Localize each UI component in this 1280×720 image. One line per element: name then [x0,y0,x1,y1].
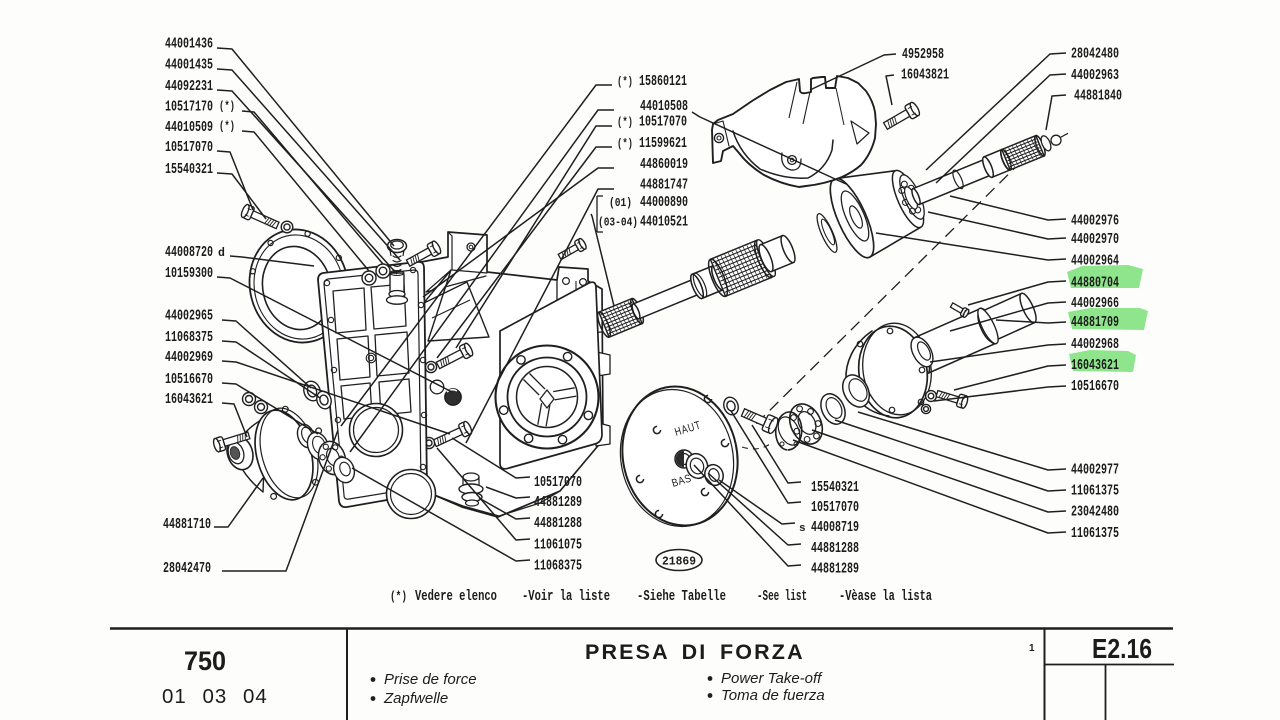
svg-text:44008720: 44008720 [165,245,213,261]
svg-text:44860019: 44860019 [640,157,688,173]
svg-text:44881709: 44881709 [1071,315,1119,331]
svg-text:Power Take-off: Power Take-off [721,670,823,687]
svg-text:28042480: 28042480 [1071,47,1119,63]
svg-text:(*): (*) [219,121,235,134]
svg-text:Toma de fuerza: Toma de fuerza [721,687,825,704]
svg-text:-See list: -See list [757,588,807,605]
svg-text:10516670: 10516670 [165,372,213,388]
svg-text:s: s [799,523,806,535]
svg-text:44001436: 44001436 [165,37,213,53]
svg-text:44008719: 44008719 [811,520,859,536]
svg-text:44880704: 44880704 [1071,276,1119,292]
svg-text:44002969: 44002969 [165,350,213,366]
svg-text:Vedere elenco: Vedere elenco [415,588,497,605]
svg-text:44881289: 44881289 [811,562,859,578]
svg-text:16043621: 16043621 [1071,358,1119,374]
svg-text:44002968: 44002968 [1071,337,1119,353]
svg-text:44881747: 44881747 [640,178,688,194]
svg-text:BAS: BAS [670,473,693,490]
svg-text:10517070: 10517070 [534,475,582,491]
svg-text:44002970: 44002970 [1071,232,1119,248]
svg-text:(*): (*) [219,101,235,114]
svg-text:11061375: 11061375 [1071,484,1119,500]
svg-text:44881288: 44881288 [534,516,582,532]
svg-text:15860121: 15860121 [639,74,687,90]
svg-text:28042470: 28042470 [163,561,211,577]
svg-text:15540321: 15540321 [811,480,859,496]
svg-text:PRESA DI FORZA: PRESA DI FORZA [585,640,806,664]
svg-text:44002963: 44002963 [1071,68,1119,84]
svg-text:4952958: 4952958 [902,47,944,63]
svg-text:15540321: 15540321 [165,162,213,178]
svg-text:d: d [218,247,225,260]
svg-text:16043621: 16043621 [165,392,213,408]
svg-text:E2.16: E2.16 [1092,633,1152,664]
svg-text:44002965: 44002965 [165,309,213,325]
svg-text:Prise de force: Prise de force [384,671,477,688]
svg-text:44010509: 44010509 [165,120,213,136]
svg-text:11599621: 11599621 [639,136,687,152]
svg-text:01 03 04: 01 03 04 [162,685,268,708]
svg-text:44000890: 44000890 [640,195,688,211]
svg-text:(03-04): (03-04) [598,216,638,230]
svg-text:11068375: 11068375 [165,330,213,346]
svg-text:44092231: 44092231 [165,79,213,95]
svg-text:(*): (*) [390,589,407,604]
svg-text:-Voir la liste: -Voir la liste [522,588,610,605]
svg-text:44881840: 44881840 [1074,89,1122,105]
svg-text:44010521: 44010521 [640,215,688,231]
svg-text:44002977: 44002977 [1071,463,1119,479]
svg-text:11061375: 11061375 [1071,526,1119,542]
svg-text:10517070: 10517070 [639,115,687,131]
svg-text:750: 750 [184,646,226,676]
svg-text:11061075: 11061075 [534,538,582,554]
svg-text:(01): (01) [609,196,632,210]
svg-text:10517070: 10517070 [165,140,213,156]
svg-text:44881710: 44881710 [163,517,211,533]
svg-text:Zapfwelle: Zapfwelle [383,690,448,707]
svg-text:16043821: 16043821 [901,68,949,84]
svg-text:(*): (*) [617,138,633,151]
svg-text:23042480: 23042480 [1071,505,1119,521]
svg-text:-Siehe Tabelle: -Siehe Tabelle [637,588,726,605]
svg-text:44881289: 44881289 [534,495,582,511]
svg-text:21869: 21869 [662,556,696,569]
svg-text:10517170: 10517170 [165,100,213,116]
svg-text:10516670: 10516670 [1071,379,1119,395]
svg-text:-Vèase la lista: -Vèase la lista [839,588,932,605]
svg-text:44881288: 44881288 [811,541,859,557]
svg-text:44010508: 44010508 [640,99,688,115]
svg-text:44002976: 44002976 [1071,214,1119,230]
svg-text:44002966: 44002966 [1071,296,1119,312]
svg-text:10159300: 10159300 [165,266,213,282]
svg-text:10517070: 10517070 [811,500,859,516]
svg-text:(*): (*) [617,117,633,130]
svg-text:(*): (*) [617,76,633,89]
svg-text:44001435: 44001435 [165,58,213,74]
svg-text:44002964: 44002964 [1071,254,1119,270]
svg-text:1: 1 [1029,643,1035,654]
svg-text:11068375: 11068375 [534,559,582,575]
